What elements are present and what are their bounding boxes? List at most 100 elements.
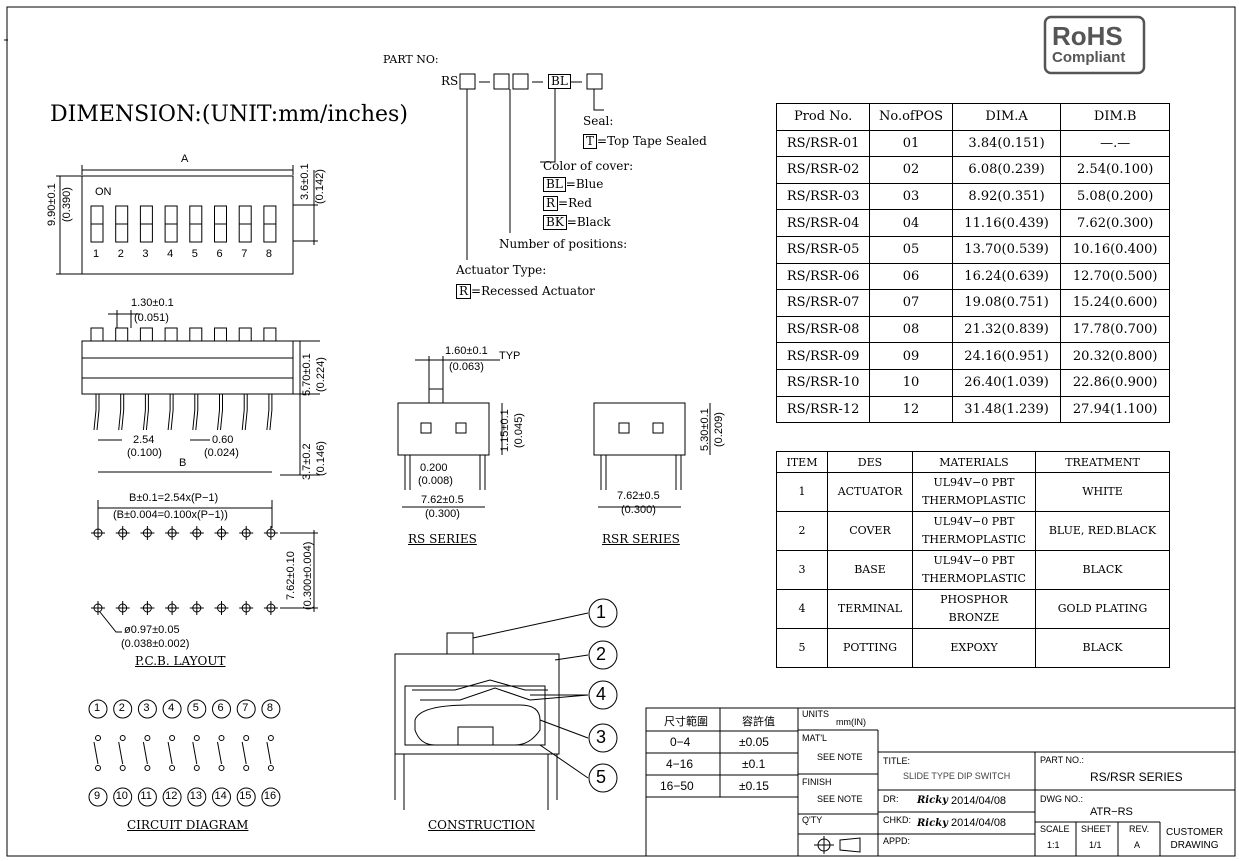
item-cell: 2 — [776, 511, 828, 551]
treatment-cell: BLUE, RED.BLACK — [1035, 511, 1170, 551]
construction-title: CONSTRUCTION — [428, 818, 536, 832]
side-height-mm: 5.70±0.1 — [301, 353, 313, 396]
circuit-bottom-number: 16 — [263, 790, 277, 802]
seal-label: Seal: — [583, 114, 614, 128]
actuator-option: R=Recessed Actuator — [456, 284, 595, 299]
circuit-top-number: 1 — [94, 702, 101, 714]
title-value: SLIDE TYPE DIP SWITCH — [903, 771, 1011, 781]
contact-dot — [218, 765, 225, 771]
contact-dot — [169, 765, 176, 771]
switch-number: 8 — [265, 248, 273, 260]
circuit-number-circle — [212, 787, 231, 807]
materials-cell: EXPOXY — [912, 628, 1036, 668]
actuator-knob — [263, 327, 277, 342]
actuator-knob — [139, 327, 153, 342]
actuator-code: R — [456, 284, 472, 299]
circuit-number-circle — [187, 699, 207, 719]
pcb-formula-in: (B±0.004=0.100x(P−1)) — [113, 509, 228, 521]
top-height-in: (0.390) — [61, 187, 73, 222]
table-cell: 13.70(0.539) — [951, 235, 1062, 264]
pcb-row-mm: 7.62±0.10 — [285, 551, 297, 600]
table-cell: 10 — [869, 368, 953, 397]
table-cell: 8.92(0.351) — [951, 182, 1062, 211]
chkd-signature: Ricky — [917, 818, 948, 829]
table-cell: 2.54(0.100) — [1060, 156, 1170, 184]
dim-b-label: B — [179, 457, 187, 469]
pcb-layout — [91, 500, 318, 633]
circuit-number-circle — [113, 699, 133, 719]
switch-number: 4 — [167, 248, 174, 260]
construction-view — [394, 598, 618, 810]
callout-circle — [588, 680, 618, 710]
switch-number: 5 — [191, 248, 198, 260]
circuit-top-number: 8 — [266, 702, 274, 714]
rsr-h-in: (0.209) — [713, 412, 725, 447]
callout-number: 3 — [596, 727, 607, 747]
pin — [195, 394, 199, 431]
switch-number: 1 — [93, 248, 100, 260]
actuator-knob — [214, 327, 227, 342]
dr-date: 2014/04/08 — [951, 795, 1007, 807]
pin — [121, 394, 125, 431]
rs-h-mm: 1.15±0.1 — [499, 409, 511, 452]
contact-dot — [119, 765, 126, 771]
table-cell: 26.40(1.039) — [951, 368, 1062, 397]
material-line: THERMOPLASTIC — [922, 494, 1026, 507]
dr-label: DR: — [883, 794, 899, 804]
circuit-number-circle — [137, 699, 157, 719]
contact-dot — [169, 735, 176, 741]
rohs-logo — [1043, 15, 1146, 75]
material-line: UL94V−0 PBT — [933, 476, 1015, 489]
actuator-knob — [115, 327, 129, 342]
part-no-tb-label: PART NO.: — [1040, 755, 1085, 765]
table-cell: 31.48(1.239) — [951, 395, 1062, 424]
rs-row-in: (0.300) — [425, 508, 460, 520]
circuit-number-circle — [212, 699, 231, 719]
seal-option: T=Top Tape Sealed — [583, 134, 707, 149]
part-no-label: PART NO: — [383, 53, 439, 66]
actuator-knob — [90, 327, 104, 342]
col-materials: MATERIALS — [912, 451, 1036, 473]
scale-label: SCALE — [1040, 824, 1070, 834]
circuit-bottom-number: 14 — [214, 790, 227, 802]
rsr-h-mm: 5.30±0.1 — [699, 408, 711, 451]
actuator-knob — [238, 327, 252, 342]
cover-code: BK — [543, 215, 567, 230]
top-act-in: (0.142) — [314, 169, 326, 204]
switch-contact — [167, 741, 173, 765]
table-cell: 07 — [869, 289, 953, 317]
tol-value-2: ±0.15 — [739, 779, 769, 793]
materials-cell: PHOSPHOR BRONZE — [912, 589, 1036, 629]
dimension-title: DIMENSION:(UNIT:mm/inches) — [50, 102, 408, 127]
scale-value: 1:1 — [1047, 840, 1060, 850]
table-cell: 6.08(0.239) — [951, 156, 1062, 184]
pitch1-mm: 1.30±0.1 — [131, 297, 174, 309]
rs-act-mm: 1.60±0.1 — [445, 345, 488, 357]
qty-label: Q'TY — [802, 815, 823, 825]
dim-a-label: A — [181, 153, 189, 165]
circuit-top-number: 5 — [192, 702, 199, 714]
col-item: ITEM — [776, 451, 828, 473]
switch-number: 2 — [117, 248, 124, 260]
units-value: mm(IN) — [836, 717, 866, 727]
rs-row-mm: 7.62±0.5 — [421, 494, 464, 506]
table-cell: 11.16(0.439) — [951, 209, 1062, 237]
contact-dot — [95, 735, 101, 741]
cover-option-black: BK=Black — [543, 215, 611, 230]
contact-dot — [193, 765, 200, 771]
dwg-label: DWG NO.: — [1040, 794, 1083, 804]
top-height-mm: 9.90±0.1 — [46, 183, 58, 226]
tolerance-label: 容許值 — [742, 716, 775, 728]
des-cell: POTTING — [827, 628, 913, 668]
cover-text: =Red — [558, 196, 592, 210]
